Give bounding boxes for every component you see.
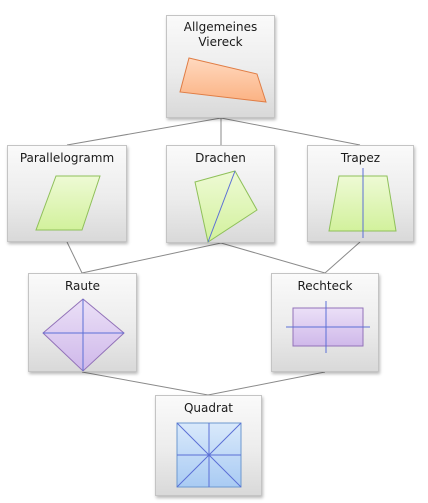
kite-shape [194, 170, 258, 243]
node-rechteck: Rechteck [271, 273, 379, 372]
square-shape [176, 422, 242, 488]
kite [194, 170, 258, 243]
square-diagonal-2 [176, 422, 242, 488]
node-allgemeines-viereck: Allgemeines Viereck [166, 15, 275, 118]
node-quadrat: Quadrat [155, 395, 262, 496]
node-label-rechteck: Rechteck [297, 279, 353, 293]
edge-allgemeines-parallelogramm [66, 117, 222, 146]
edge-parallelogramm-raute [66, 241, 83, 274]
kite-symmetry-axis [207, 170, 236, 243]
general-quadrilateral-shape [179, 57, 267, 103]
node-drachen: Drachen [166, 145, 275, 243]
edge-drachen-raute [81, 242, 222, 274]
node-label-trapez: Trapez [340, 151, 381, 165]
edge-allgemeines-trapez [220, 117, 361, 146]
parallelogram-shape [35, 175, 101, 231]
edge-trapez-rechteck [324, 241, 361, 274]
node-parallelogramm: Parallelogramm [7, 145, 127, 242]
node-trapez: Trapez [307, 145, 414, 242]
node-label-allgemeines-line1: Allgemeines [183, 20, 258, 34]
parallelogram [35, 175, 101, 231]
edge-rechteck-quadrat [207, 371, 326, 396]
node-label-drachen: Drachen [195, 151, 246, 165]
node-raute: Raute [28, 273, 137, 372]
trapezoid-shape [328, 168, 397, 238]
node-label-parallelogramm: Parallelogramm [19, 151, 115, 165]
edge-raute-quadrat [81, 371, 209, 396]
node-label-allgemeines-line2: Viereck [198, 35, 243, 49]
general-quadrilateral [179, 57, 267, 103]
node-label-quadrat: Quadrat [183, 401, 233, 415]
rhombus-shape [42, 298, 125, 372]
edge-drachen-rechteck [220, 242, 326, 274]
rectangle-shape [286, 301, 370, 353]
node-label-raute: Raute [64, 279, 101, 293]
